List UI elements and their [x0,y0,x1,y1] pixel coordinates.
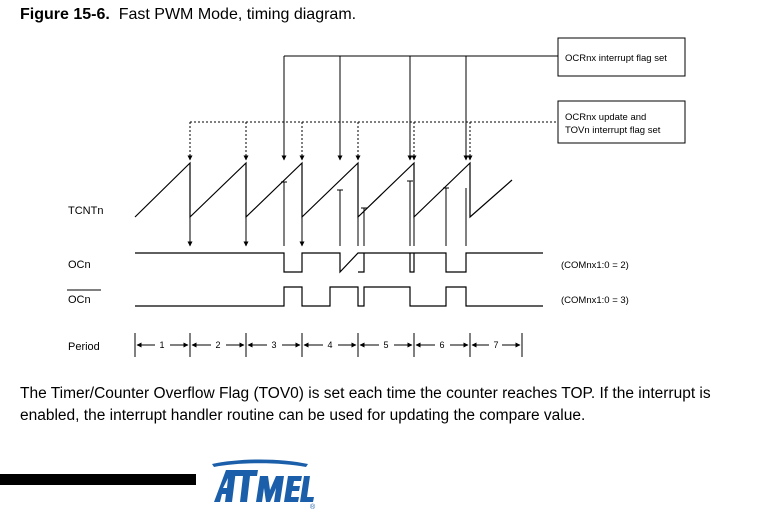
interrupt-flag-lines [281,55,558,161]
logo-registered-mark: ® [310,503,316,510]
callout-update-line2: TOVn interrupt flag set [565,125,661,136]
tcnt-waveform [134,161,513,219]
figure-number: Figure 15-6. [20,6,110,23]
timing-diagram: OCRnx interrupt flag set OCRnx update an… [67,37,686,357]
period-3: 3 [271,340,276,350]
body-paragraph: The Timer/Counter Overflow Flag (TOV0) i… [20,385,711,424]
label-com3: (COMnx1:0 = 3) [561,295,629,306]
callout-update-line1: OCRnx update and [565,112,646,123]
label-com2: (COMnx1:0 = 2) [561,260,629,271]
figure-caption: Fast PWM Mode, timing diagram. [118,6,357,23]
callout-interrupt-box [557,37,686,77]
callout-interrupt-text: OCRnx interrupt flag set [565,53,667,64]
period-2: 2 [215,340,220,350]
period-1: 1 [159,340,164,350]
compare-marks [281,180,449,209]
label-tcnt: TCNTn [68,205,103,217]
label-ocn: OCn [68,259,91,271]
ocn-inv-waveform [135,286,543,307]
period-ticks [134,333,523,357]
period-7: 7 [493,340,498,350]
period-6: 6 [439,340,444,350]
label-ocn-inv: OCn [68,294,91,306]
footer-bar [0,474,196,485]
figure-title: Figure 15-6. Fast PWM Mode, timing diagr… [20,6,356,24]
period-numbers: 1 2 3 4 5 6 7 [159,340,498,350]
reference-lines [187,163,467,247]
atmel-logo: ® [212,459,316,510]
callout-update-box [557,100,686,144]
update-flag-lines [187,121,558,161]
period-4: 4 [327,340,332,350]
period-5: 5 [383,340,388,350]
ocn-waveform [135,252,543,274]
label-period: Period [68,341,100,353]
